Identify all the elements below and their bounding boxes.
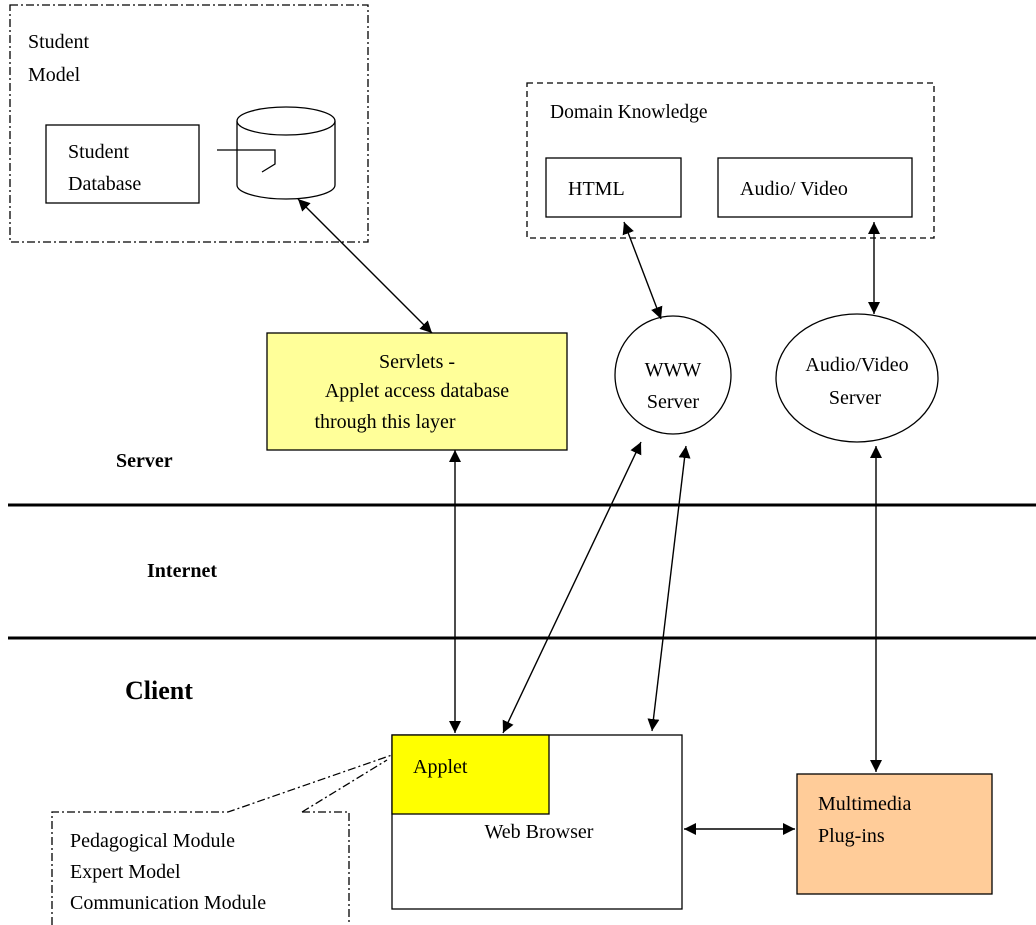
student-model-container xyxy=(9,4,369,243)
student-model-label: Student xyxy=(28,31,90,53)
multimedia-plugins-label: Multimedia xyxy=(818,793,911,815)
servlets-label-2: Applet access database xyxy=(325,380,509,402)
modules-label-3: Communication Module xyxy=(70,892,266,914)
html-label: HTML xyxy=(568,178,625,200)
applet-box xyxy=(391,734,550,815)
audio-video-server-label-2: Server xyxy=(829,387,882,409)
layer-label-internet: Internet xyxy=(147,560,217,582)
applet-label: Applet xyxy=(413,756,468,778)
modules-label: Pedagogical Module xyxy=(70,830,235,852)
html-box xyxy=(545,157,682,218)
multimedia-plugins-label-2: Plug-ins xyxy=(818,825,885,847)
audio-video-server-label: Audio/Video xyxy=(805,354,908,376)
modules-label-2: Expert Model xyxy=(70,861,181,883)
domain-knowledge-container xyxy=(526,82,935,239)
servlets-label: Servlets - xyxy=(379,351,455,373)
audio-video-box xyxy=(717,157,913,218)
layer-label-server: Server xyxy=(116,450,173,472)
domain-knowledge-label: Domain Knowledge xyxy=(550,102,708,123)
student-database-label-2: Database xyxy=(68,173,141,195)
modules-callout xyxy=(51,754,393,925)
arrow-html-www xyxy=(622,221,663,320)
student-database-label: Student xyxy=(68,141,130,163)
www-server-label: WWW xyxy=(645,359,702,381)
www-server-label-2: Server xyxy=(647,391,700,413)
audio-video-server-ellipse xyxy=(775,313,939,443)
student-model-label-2: Model xyxy=(28,64,81,86)
audio-video-label: Audio/ Video xyxy=(740,178,848,200)
layer-label-client: Client xyxy=(125,676,193,705)
servlets-box xyxy=(266,332,568,451)
www-server-circle xyxy=(614,315,732,435)
arrow-www-applet xyxy=(502,441,642,734)
student-database-box xyxy=(45,124,200,204)
web-browser-label: Web Browser xyxy=(485,821,594,843)
arrow-db-servlets xyxy=(297,198,433,334)
connector-line xyxy=(217,149,276,173)
multimedia-plugins-box xyxy=(796,773,993,895)
servlets-label-3: through this layer xyxy=(314,411,455,433)
arrow-www-browser xyxy=(647,445,691,732)
database-cylinder-icon xyxy=(236,106,336,200)
